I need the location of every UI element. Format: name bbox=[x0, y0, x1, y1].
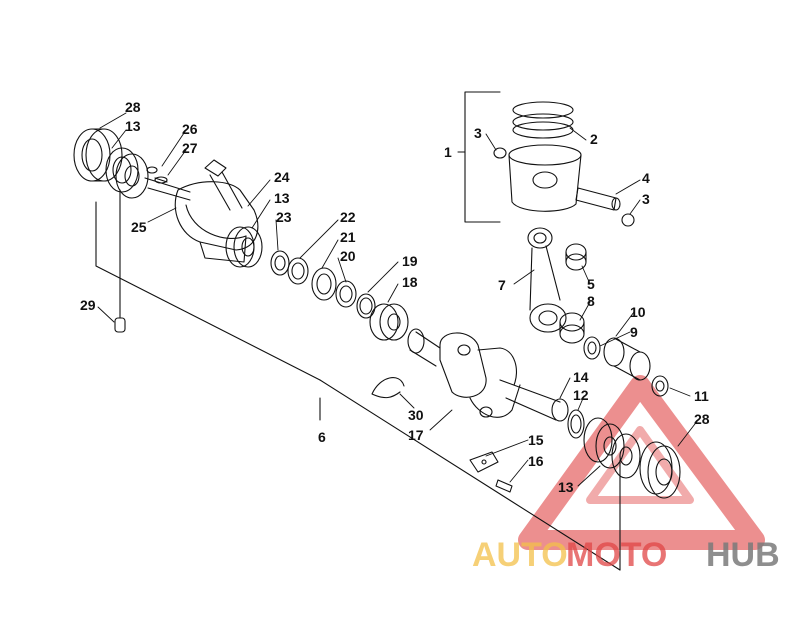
thrust-washer-9 bbox=[583, 336, 601, 360]
watermark-auto: AUTO bbox=[472, 536, 568, 574]
part-label-10: 10 bbox=[630, 304, 646, 320]
part-label-2: 2 bbox=[590, 131, 598, 147]
part-label-18: 18 bbox=[402, 274, 418, 290]
part-label-3: 3 bbox=[474, 125, 482, 141]
watermark-triangle-inner bbox=[586, 426, 694, 504]
connecting-rod bbox=[527, 227, 567, 333]
part-label-25: 25 bbox=[131, 219, 147, 235]
part-label-14: 14 bbox=[573, 369, 589, 385]
watermark-logo bbox=[518, 375, 765, 550]
part-label-12: 12 bbox=[573, 387, 589, 403]
ring-20 bbox=[335, 280, 357, 308]
pin-clip-left bbox=[493, 147, 507, 159]
piston-pin bbox=[575, 187, 621, 211]
oil-seal-28-right bbox=[639, 441, 681, 499]
seal-21 bbox=[311, 267, 337, 301]
crankshaft-pto-side bbox=[407, 328, 569, 422]
leader-lines bbox=[97, 112, 699, 487]
bearing-outer-right bbox=[611, 433, 641, 479]
left-main-bearing bbox=[105, 147, 149, 199]
part-label-30: 30 bbox=[408, 407, 424, 423]
part-label-27: 27 bbox=[182, 140, 198, 156]
part-label-7: 7 bbox=[498, 277, 506, 293]
part-label-9: 9 bbox=[630, 324, 638, 340]
part-labels: 28 13 26 27 24 13 25 23 22 21 20 19 18 2… bbox=[80, 99, 710, 495]
part-label-15: 15 bbox=[528, 432, 544, 448]
piston bbox=[508, 144, 582, 212]
part-label-8: 8 bbox=[587, 293, 595, 309]
part-label-29: 29 bbox=[80, 297, 96, 313]
group-bracket-lines bbox=[95, 91, 621, 571]
lock-plate-15 bbox=[469, 451, 499, 473]
watermark-triangle-outer bbox=[518, 375, 765, 550]
part-label-16: 16 bbox=[528, 453, 544, 469]
part-label-24: 24 bbox=[274, 169, 290, 185]
watermark-hub: HUB bbox=[706, 536, 780, 574]
part-label-1: 1 bbox=[444, 144, 452, 160]
watermark-moto: MOTO bbox=[566, 536, 667, 574]
part-label-5: 5 bbox=[587, 276, 595, 292]
part-label-6: 6 bbox=[318, 429, 326, 445]
crankshaft-mag-side bbox=[144, 159, 259, 263]
snap-ring-30 bbox=[371, 377, 405, 399]
bearing-13-right bbox=[583, 417, 625, 469]
part-label-20: 20 bbox=[340, 248, 356, 264]
piston-rings bbox=[512, 101, 574, 139]
part-label-28: 28 bbox=[694, 411, 710, 427]
part-label-13: 13 bbox=[558, 479, 574, 495]
part-label-3: 3 bbox=[642, 191, 650, 207]
part-label-11: 11 bbox=[694, 388, 709, 404]
part-label-21: 21 bbox=[340, 229, 356, 245]
pin-clip-right bbox=[621, 213, 635, 227]
part-label-17: 17 bbox=[408, 427, 424, 443]
needle-bearing-small-end bbox=[565, 243, 587, 271]
left-oil-seal bbox=[73, 128, 123, 182]
ring-19 bbox=[356, 293, 376, 319]
part-label-22: 22 bbox=[340, 209, 356, 225]
part-label-13: 13 bbox=[274, 190, 290, 206]
crank-pin-10 bbox=[603, 337, 651, 381]
part-label-19: 19 bbox=[402, 253, 418, 269]
washer-11 bbox=[651, 375, 669, 397]
part-label-28: 28 bbox=[125, 99, 141, 115]
ring-12 bbox=[567, 409, 585, 439]
ring-23 bbox=[270, 250, 290, 276]
part-label-13: 13 bbox=[125, 118, 141, 134]
bearing-18 bbox=[369, 303, 409, 341]
dowel-pin bbox=[114, 317, 126, 333]
part-label-4: 4 bbox=[642, 170, 650, 186]
ring-22 bbox=[287, 257, 309, 285]
bolt-16 bbox=[495, 479, 513, 493]
crank-bearing-13 bbox=[225, 226, 263, 268]
woodruff-key-and-pin bbox=[146, 166, 168, 184]
watermark-text: AUTO MOTO HUB bbox=[472, 536, 780, 574]
part-label-23: 23 bbox=[276, 209, 292, 225]
needle-bearing-big-end bbox=[559, 312, 585, 344]
part-label-26: 26 bbox=[182, 121, 198, 137]
